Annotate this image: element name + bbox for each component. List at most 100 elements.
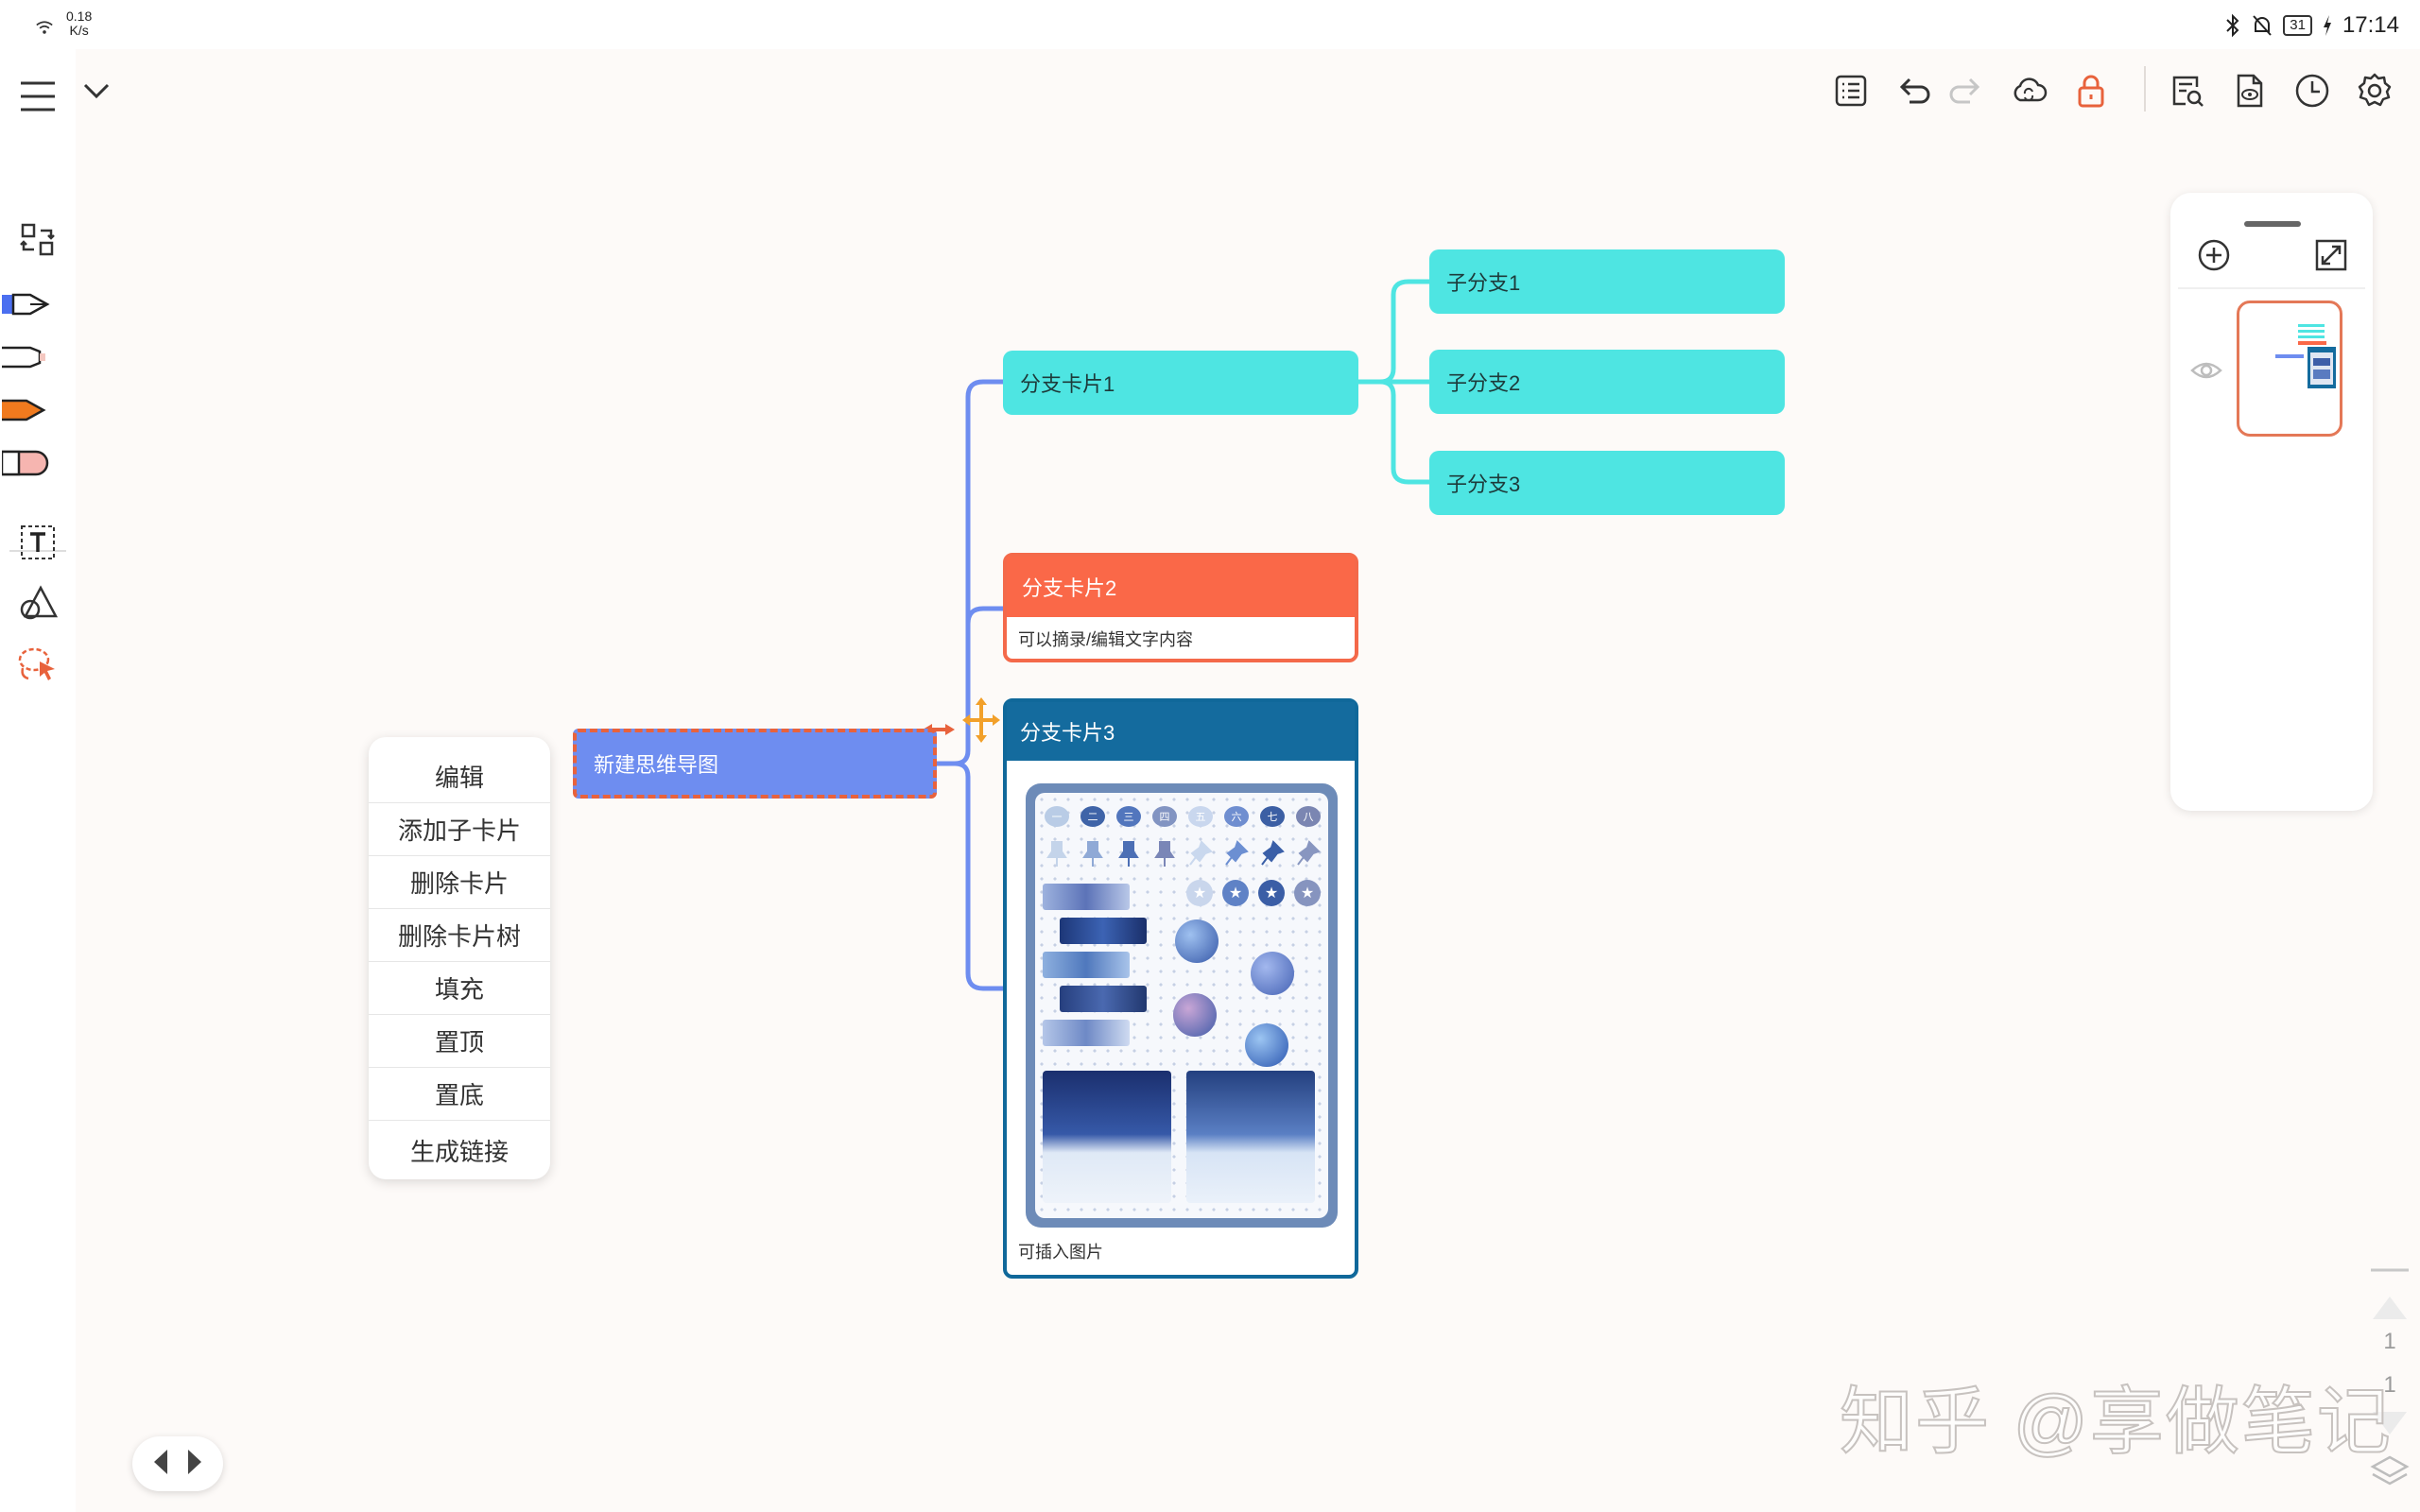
menu-item-bring-to-front[interactable]: 置顶 xyxy=(369,1015,550,1068)
star-sticker: ★ xyxy=(1186,880,1213,906)
cloud-sync-icon xyxy=(2014,77,2048,102)
menu-item-edit[interactable]: 编辑 xyxy=(369,737,550,803)
cloud-scene-sticker xyxy=(1043,1071,1171,1203)
sticker-bubble: 六 xyxy=(1224,806,1249,827)
menu-item-delete-card[interactable]: 删除卡片 xyxy=(369,856,550,909)
sub-branch-card-3[interactable]: 子分支3 xyxy=(1429,451,1785,515)
planet-sticker xyxy=(1173,993,1217,1037)
arrow-left-icon xyxy=(154,1450,167,1474)
highlighter-tool[interactable] xyxy=(0,387,57,433)
redo-button[interactable] xyxy=(1944,70,1985,112)
menu-item-add-child[interactable]: 添加子卡片 xyxy=(369,803,550,856)
menu-button[interactable] xyxy=(9,74,66,119)
shapes-tool[interactable] xyxy=(9,580,66,626)
outline-icon xyxy=(1835,75,1867,107)
chevron-down-button[interactable] xyxy=(76,70,117,112)
washi-strip xyxy=(1060,986,1147,1012)
highlighter-icon xyxy=(2,399,46,421)
outline-button[interactable] xyxy=(1830,70,1872,112)
chevron-down-icon xyxy=(83,83,110,99)
prev-page-button[interactable] xyxy=(150,1448,171,1480)
switch-layout-icon xyxy=(20,223,55,256)
layers-icon[interactable] xyxy=(2369,1452,2411,1493)
undo-button[interactable] xyxy=(1894,70,1936,112)
status-bar: 0.18 K/s 31 17:14 xyxy=(0,0,2420,49)
star-sticker: ★ xyxy=(1294,880,1321,906)
sticker-bubble: 二 xyxy=(1080,806,1105,827)
bell-mute-icon xyxy=(2253,15,2272,36)
pin-sticker xyxy=(1118,841,1139,867)
menu-item-generate-link[interactable]: 生成链接 xyxy=(409,1137,509,1166)
wifi-icon xyxy=(36,21,53,34)
page-indicator: 1 1 xyxy=(2369,1266,2411,1512)
inserted-image[interactable]: 一 二 三 四 五 六 七 八 ★ ★ ★ ★ xyxy=(1026,783,1338,1228)
card-context-menu: 编辑 添加子卡片 删除卡片 删除卡片树 填充 置顶 置底 生成链接 xyxy=(369,737,550,1179)
settings-button[interactable] xyxy=(2354,70,2395,112)
fountain-pen-icon xyxy=(2,293,50,316)
branch-card-1[interactable]: 分支卡片1 xyxy=(1003,351,1358,415)
sub-branch-card-1[interactable]: 子分支1 xyxy=(1429,249,1785,314)
fountain-pen-tool[interactable] xyxy=(0,282,57,327)
clock: 17:14 xyxy=(2342,12,2399,38)
switch-layout-button[interactable] xyxy=(9,217,66,263)
branch-card-2-title: 分支卡片2 xyxy=(1007,557,1355,617)
lock-button[interactable] xyxy=(2070,70,2112,112)
zoom-in-button[interactable] xyxy=(2193,234,2235,276)
cloud-sync-button[interactable] xyxy=(2008,70,2049,112)
page-thumbnail[interactable] xyxy=(2237,301,2342,437)
preview-button[interactable] xyxy=(2229,70,2271,112)
branch-card-3-title: 分支卡片3 xyxy=(1007,702,1355,761)
status-right: 31 17:14 xyxy=(2224,11,2399,40)
navigator-panel xyxy=(2170,193,2373,811)
text-box-tool[interactable] xyxy=(9,520,66,565)
washi-strip xyxy=(1043,884,1130,910)
thumbnail-preview xyxy=(2275,324,2336,388)
charging-icon xyxy=(2323,15,2331,36)
planet-sticker xyxy=(1251,952,1294,995)
eraser-tool[interactable] xyxy=(0,440,57,486)
page-up-icon[interactable] xyxy=(2369,1291,2411,1323)
history-button[interactable] xyxy=(2291,70,2333,112)
branch-card-3[interactable]: 分支卡片3 一 二 三 四 五 六 七 八 ★ ★ ★ ★ xyxy=(1003,698,1358,1279)
planet-sticker xyxy=(1175,919,1219,963)
washi-strip xyxy=(1043,952,1130,978)
sticker-bubble: 一 xyxy=(1045,806,1069,827)
history-icon xyxy=(2295,74,2329,108)
washi-strip xyxy=(1060,918,1147,944)
lasso-select-icon xyxy=(18,647,55,680)
sticker-bubble: 三 xyxy=(1116,806,1141,827)
eye-icon[interactable] xyxy=(2189,353,2223,387)
expand-icon xyxy=(2315,239,2347,271)
panel-drag-handle[interactable] xyxy=(2244,221,2301,227)
star-sticker: ★ xyxy=(1222,880,1249,906)
star-sticker: ★ xyxy=(1258,880,1285,906)
planet-sticker xyxy=(1245,1023,1288,1067)
sub-branch-card-2[interactable]: 子分支2 xyxy=(1429,350,1785,414)
root-card[interactable]: 新建思维导图 xyxy=(573,729,937,799)
panel-divider xyxy=(2178,287,2365,289)
menu-item-send-to-back[interactable]: 置底 xyxy=(369,1068,550,1121)
expand-button[interactable] xyxy=(2310,234,2352,276)
branch-card-2[interactable]: 分支卡片2 可以摘录/编辑文字内容 xyxy=(1003,553,1358,662)
network-speed: 0.18 K/s xyxy=(66,9,92,38)
sub-branch-1-title: 子分支1 xyxy=(1446,271,1521,295)
current-page: 1 xyxy=(2383,1329,2396,1354)
marker-tool[interactable] xyxy=(0,335,57,380)
network-speed-value: 0.18 xyxy=(66,9,93,24)
shapes-icon xyxy=(20,585,58,620)
menu-item-fill[interactable]: 填充 xyxy=(369,962,550,1015)
branch-card-2-body: 可以摘录/编辑文字内容 xyxy=(1018,630,1193,649)
pin-sticker xyxy=(1261,840,1285,866)
pin-sticker xyxy=(1189,840,1213,866)
sticker-bubble: 五 xyxy=(1188,806,1213,827)
move-handle-icon xyxy=(962,697,1000,743)
page-nav-arrows xyxy=(132,1436,223,1491)
zoom-in-icon xyxy=(2198,239,2230,271)
total-pages: 1 xyxy=(2383,1372,2396,1398)
search-doc-button[interactable] xyxy=(2167,70,2208,112)
menu-item-delete-tree[interactable]: 删除卡片树 xyxy=(369,909,550,962)
page-down-icon[interactable] xyxy=(2369,1408,2411,1440)
search-doc-icon xyxy=(2172,76,2204,107)
lasso-select-tool[interactable] xyxy=(9,641,66,686)
next-page-button[interactable] xyxy=(184,1448,205,1480)
